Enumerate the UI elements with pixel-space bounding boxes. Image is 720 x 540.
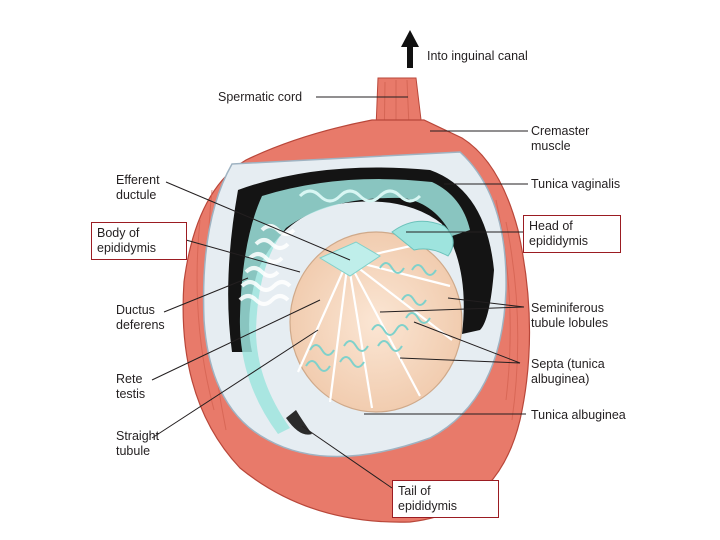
leader-ductus-deferens (163, 277, 249, 313)
epididymis-head (391, 220, 454, 257)
leader-seminiferous-a (447, 297, 525, 308)
label-ductus-deferens: Ductus deferens (116, 303, 165, 332)
rete-testis (318, 241, 381, 277)
label-body-of-epididymis: Body of epididymis (91, 222, 187, 260)
arrow-up-icon (401, 30, 419, 68)
label-seminiferous-tubule-lobules: Seminiferous tubule lobules (531, 301, 609, 330)
leader-seminiferous-b (379, 306, 525, 313)
leader-rete-testis (151, 299, 321, 381)
leader-straight-tubule (151, 329, 319, 439)
leader-lines (151, 96, 528, 489)
label-into-inguinal-canal: Into inguinal canal (427, 49, 528, 63)
seminiferous-tubules (305, 262, 437, 372)
leader-body-epididymis (185, 239, 301, 273)
label-tunica-vaginalis: Tunica vaginalis (531, 177, 621, 191)
efferent-ductules (298, 189, 422, 203)
label-efferent-ductule: Efferent ductule (116, 173, 160, 202)
label-rete-testis: Rete testis (116, 372, 146, 401)
leader-tail-epididymis (301, 425, 393, 489)
label-spermatic-cord: Spermatic cord (218, 90, 303, 104)
leader-septa-a (413, 321, 521, 364)
label-straight-tubule: Straight tubule (116, 429, 160, 458)
leader-efferent-ductule (165, 181, 351, 261)
label-septa: Septa (tunica albuginea) (531, 357, 605, 386)
epididymis-body (239, 179, 470, 434)
label-tunica-albuginea: Tunica albuginea (531, 408, 626, 422)
label-head-of-epididymis: Head of epididymis (523, 215, 621, 253)
ductus-deferens (238, 224, 296, 306)
septa (296, 242, 453, 409)
label-cremaster-muscle: Cremaster muscle (531, 124, 590, 153)
leader-septa-b (399, 357, 521, 364)
label-tail-of-epididymis: Tail of epididymis (392, 480, 499, 518)
